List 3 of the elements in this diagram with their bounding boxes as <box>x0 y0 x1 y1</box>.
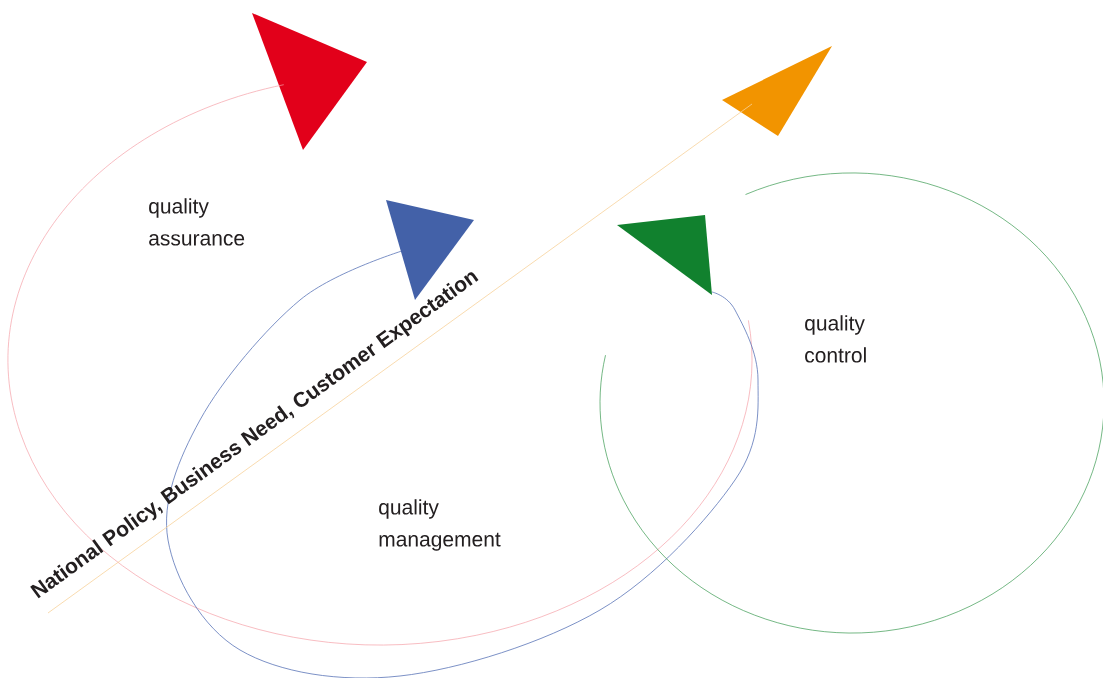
text-label: quality assurance <box>149 198 245 246</box>
text-label: quality control <box>805 315 866 363</box>
text-label: quality management <box>379 499 501 551</box>
